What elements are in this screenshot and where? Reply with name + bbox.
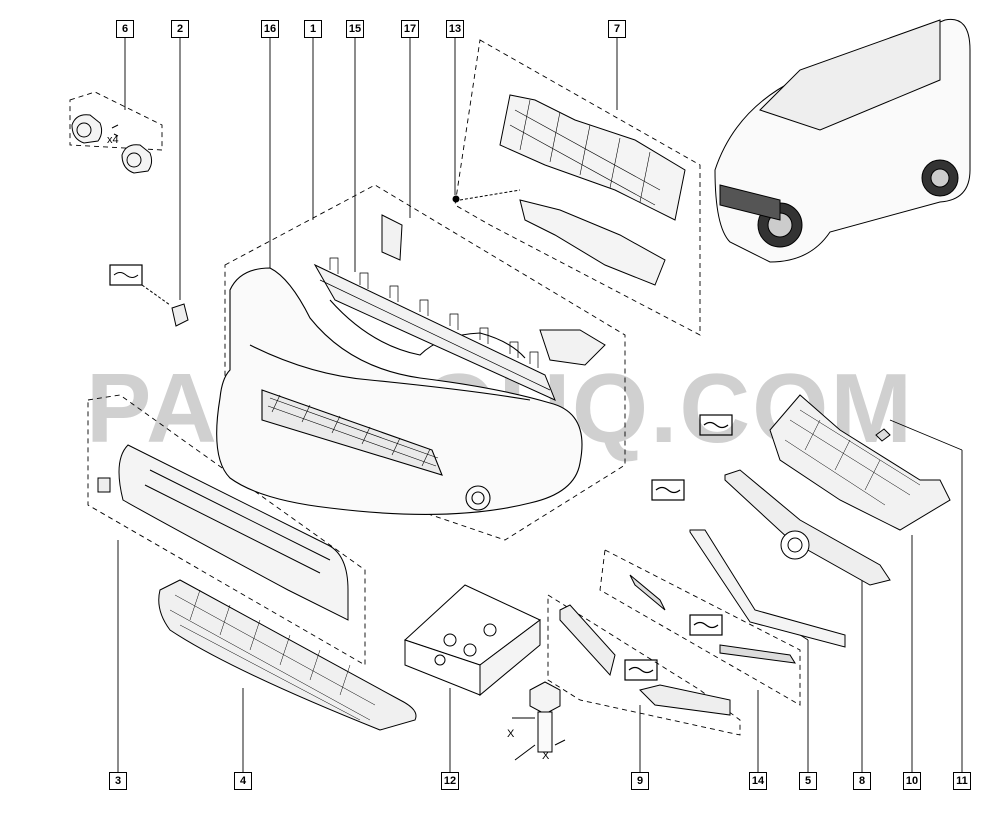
fastener-kit-box (404, 584, 541, 697)
upper-bracket-set (459, 94, 686, 286)
chrome-grille-bar (724, 469, 891, 586)
callout-12[interactable]: 12 (441, 772, 459, 790)
callout-8[interactable]: 8 (853, 772, 871, 790)
group-frame-lower (87, 394, 366, 666)
fog-lamp-part (71, 114, 153, 174)
impact-absorber-part (313, 257, 556, 401)
front-bumper-part (216, 267, 583, 515)
callout-13[interactable]: 13 (446, 20, 464, 38)
grille-frame-part (769, 394, 951, 531)
vehicle-illustration (714, 18, 971, 263)
callout-14[interactable]: 14 (749, 772, 767, 790)
callout-9[interactable]: 9 (631, 772, 649, 790)
grille-trim-strip (689, 529, 846, 648)
callout-1[interactable]: 1 (304, 20, 322, 38)
lower-grille-part (118, 444, 349, 621)
callout-5[interactable]: 5 (799, 772, 817, 790)
callout-3[interactable]: 3 (109, 772, 127, 790)
group-frame-grille-trim (599, 549, 801, 706)
group-frame-trim (547, 594, 741, 736)
group-frame-bracket-set (454, 39, 701, 336)
callout-16[interactable]: 16 (261, 20, 279, 38)
callout-4[interactable]: 4 (234, 772, 252, 790)
undertray-part (158, 579, 417, 731)
callout-2[interactable]: 2 (171, 20, 189, 38)
callout-10[interactable]: 10 (903, 772, 921, 790)
dimension-x-bottom: X (542, 750, 550, 762)
callout-7[interactable]: 7 (608, 20, 626, 38)
callout-15[interactable]: 15 (346, 20, 364, 38)
callout-17[interactable]: 17 (401, 20, 419, 38)
trim-strip-chrome (719, 644, 796, 664)
trim-piece-left (559, 604, 616, 677)
callout-6[interactable]: 6 (116, 20, 134, 38)
trim-piece-right (639, 684, 731, 716)
quantity-note: x4 (107, 134, 119, 146)
dimension-x-top: X (507, 728, 515, 740)
callout-11[interactable]: 11 (953, 772, 971, 790)
group-frame-fog (69, 91, 163, 151)
bolt-detail (512, 681, 566, 761)
